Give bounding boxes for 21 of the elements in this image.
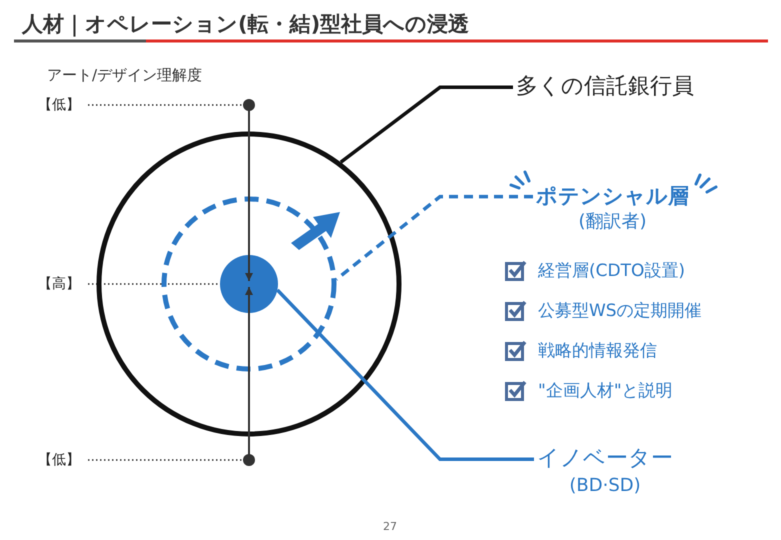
node-label: イノベーター [537,445,673,473]
checklist-item: "企画人材"と説明 [538,380,673,402]
axis-label: 【低】 [38,451,80,469]
checklist-item: 経営層(CDTO設置) [538,260,685,282]
axis-label: 【低】 [38,96,80,114]
filled-circle [220,255,278,313]
node-label: ポテンシャル層 [536,183,689,210]
axis-label: アート/デザイン理解度 [47,66,202,85]
leader-line [276,288,534,462]
leader-line [340,86,513,164]
node-subtitle: (BD·SD) [568,474,642,497]
circle-outline [97,132,401,436]
node-label: 多くの信託銀行員 [516,73,694,101]
checklist-item: 公募型WSの定期開催 [538,300,702,322]
page-number: 27 [383,520,397,533]
node-subtitle: (翻訳者) [577,210,648,234]
title: 人材｜オペレーション(転・結)型社員への浸透 [22,11,470,38]
dashed-circle [161,196,337,372]
leader-line [335,194,533,281]
checklist-item: 戦略的情報発信 [538,340,657,362]
axis-label: 【高】 [38,275,80,293]
